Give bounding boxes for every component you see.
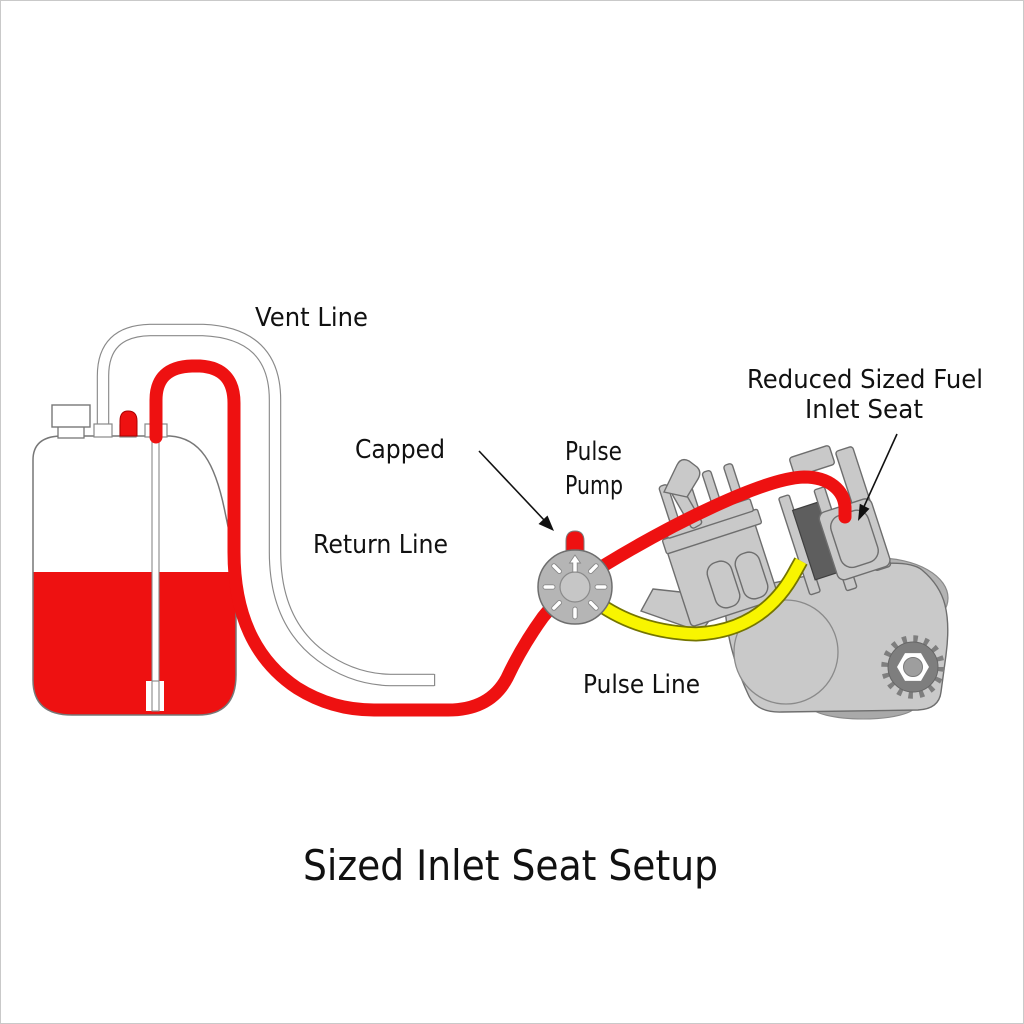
pulse-pump-label-line2: Pump [565,471,623,501]
pump-bolt-slots [542,554,608,620]
feed-line-pump-to-inlet [596,470,852,573]
pulse-pump [537,530,613,625]
return-line-label: Return Line [313,530,448,560]
vent-nub [93,423,113,438]
diagram-title: Sized Inlet Seat Setup [303,841,718,890]
pump-flow-arrow-icon [568,554,582,573]
pickup-tube [151,439,160,684]
carb-port-1 [706,560,741,609]
inlet-seat-arrow [858,433,898,521]
pump-slot [588,563,599,574]
pump-capped-fitting [565,530,585,555]
tank-outline [32,435,237,716]
throttle-lever-knob [662,458,701,498]
pump-hub [559,571,591,603]
capped-arrowhead-icon [538,515,554,531]
fuel-lines [149,359,852,717]
tube-bore [97,324,434,686]
vent-line-label: Vent Line [255,303,368,333]
tank-cap [51,404,91,428]
clunk-tube [151,680,160,712]
inlet-seat-arrowhead-icon [858,503,870,521]
capped-arrow [478,450,554,531]
carb-port-2 [734,551,769,600]
inlet-seat-label-line1: Reduced Sized Fuel [747,365,983,395]
crankcase-cover [733,599,839,705]
inlet-seat-arrow-line [861,433,898,512]
sprocket-shaft [903,657,923,677]
pulse-pump-label-line1: Pulse [565,437,622,467]
tank-cap-neck [57,425,85,439]
pulse-line-tube [586,557,808,642]
capped-arrow-line [478,450,546,522]
capped-label: Capped [355,435,445,465]
pump-slot [588,600,599,611]
carb-top-tab [789,445,835,477]
pump-slot [542,584,556,590]
inlet-seat-label-line2: Inlet Seat [805,395,923,425]
fuel-tank [32,404,237,716]
pump-slot [594,584,608,590]
vent-return-tube [96,323,436,687]
feed-line-tank-to-pump [149,359,555,717]
tank-capped-fitting [119,410,138,437]
tank-fuel [33,572,236,715]
pump-slot [572,606,578,620]
pulse-tube [587,558,807,640]
drive-sprocket [881,635,945,699]
sprocket-teeth [881,635,945,699]
pulse-line-label: Pulse Line [583,670,700,700]
